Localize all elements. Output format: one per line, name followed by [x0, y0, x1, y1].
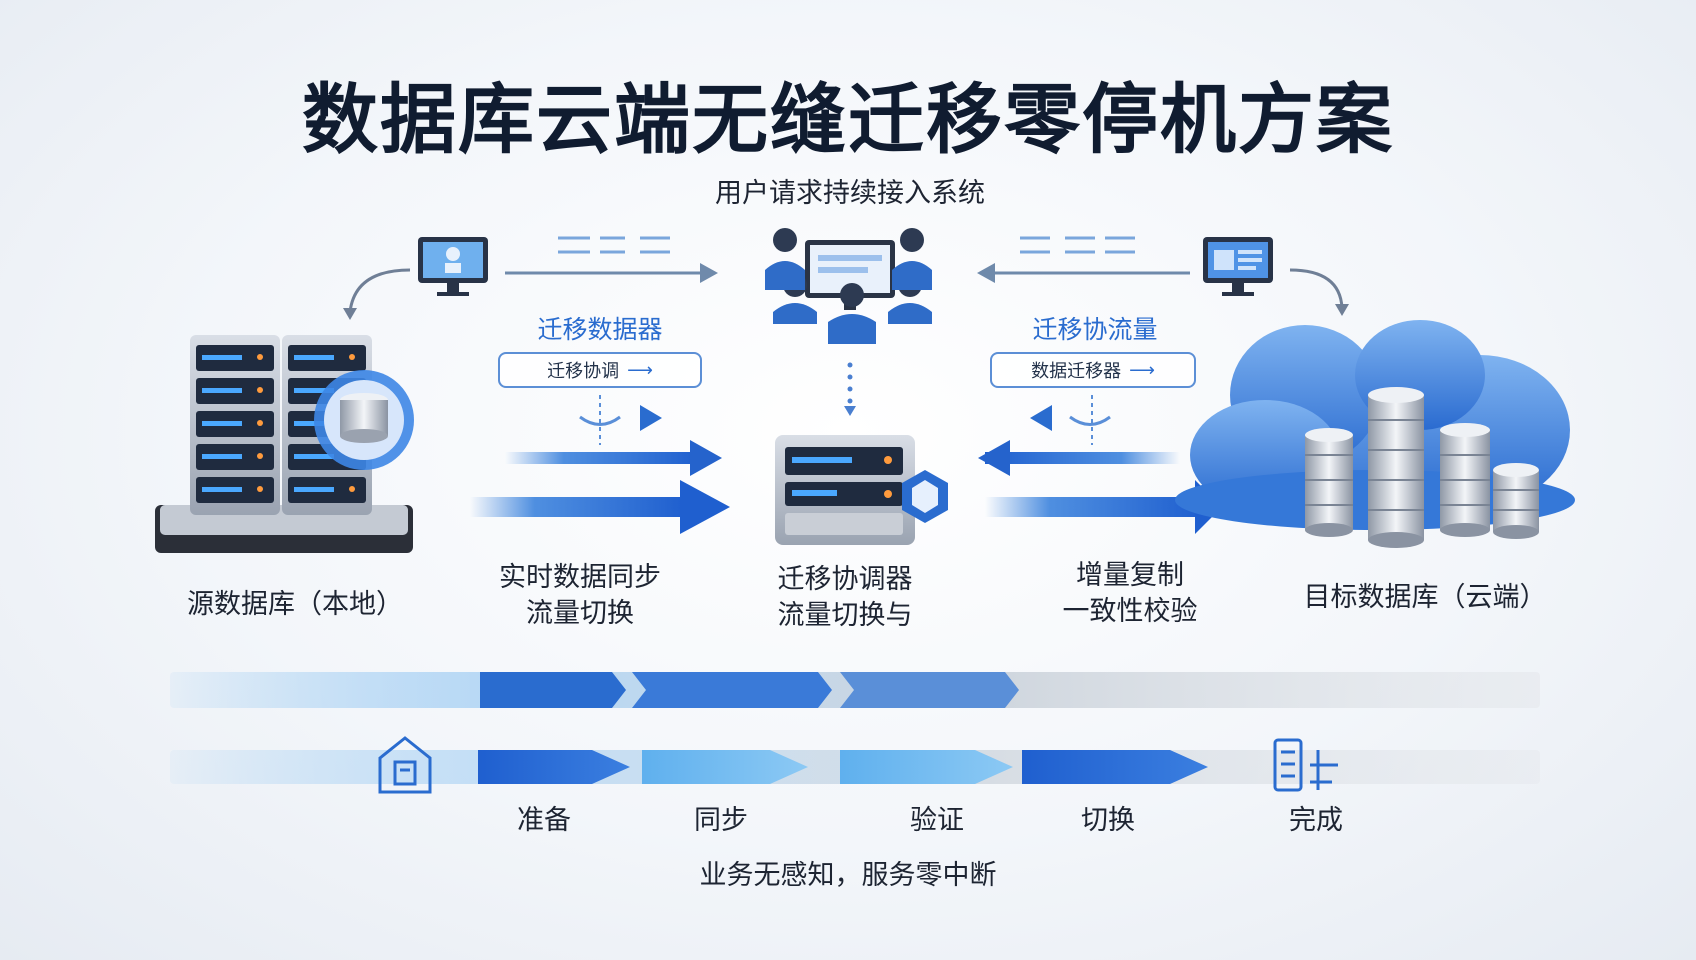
source-db-label: 源数据库（本地）	[187, 589, 403, 620]
step-label: 准备	[517, 805, 571, 836]
left-panel-label: 迁移数据器	[537, 315, 663, 344]
step-label: 验证	[910, 805, 964, 836]
replicate-line1: 增量复制	[1076, 560, 1184, 591]
step-sync-chevron	[642, 750, 808, 784]
step-label: 同步	[694, 805, 748, 836]
left-pill-text: 迁移协调	[547, 361, 620, 382]
step-label: 切换	[1081, 805, 1135, 836]
users-group-icon	[765, 228, 932, 344]
users-label: 用户请求持续接入系统	[715, 178, 985, 209]
source-server-rack	[155, 335, 414, 553]
replicate-label: 增量复制 一致性校验	[1020, 558, 1240, 630]
arrow-right-icon: ⟶	[627, 359, 653, 381]
coordinator-label: 迁移协调器 流量切换与	[735, 562, 955, 634]
coordinator-server-icon	[775, 435, 948, 545]
coordinator-line1: 迁移协调器	[777, 564, 913, 595]
left-panel-pill: 迁移协调 ⟶	[498, 352, 702, 388]
sync-line2: 流量切换	[526, 598, 634, 629]
page-title: 数据库云端无缝迁移零停机方案	[302, 75, 1394, 164]
right-panel-label: 迁移协流量	[1032, 315, 1158, 344]
coordinator-line2: 流量切换与	[777, 600, 913, 631]
sync-label: 实时数据同步 流量切换	[470, 560, 690, 632]
building-icon	[378, 736, 432, 794]
target-db-label: 目标数据库（云端）	[1303, 582, 1547, 613]
sync-line1: 实时数据同步	[499, 562, 661, 593]
step-verify-chevron	[840, 750, 1013, 784]
replicate-line2: 一致性校验	[1062, 596, 1198, 627]
step-switch-chevron	[1022, 750, 1208, 784]
footer-tagline: 业务无感知，服务零中断	[699, 860, 997, 891]
cloud-database-icon	[1175, 320, 1575, 548]
right-monitor-icon	[1203, 237, 1273, 296]
step-label: 完成	[1289, 805, 1343, 836]
left-monitor-icon	[418, 237, 488, 296]
step-prepare-chevron	[478, 750, 630, 784]
right-pill-text: 数据迁移器	[1031, 361, 1122, 382]
arrow-right-icon: ⟶	[1129, 359, 1155, 381]
server-check-icon	[1273, 738, 1338, 792]
right-panel-pill: 数据迁移器 ⟶	[990, 352, 1196, 388]
